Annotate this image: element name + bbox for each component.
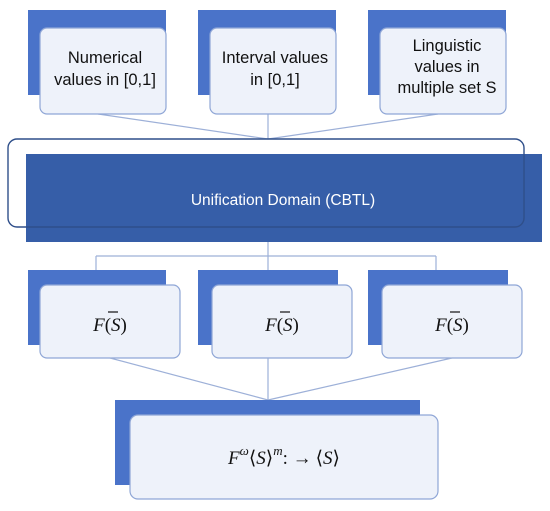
function-expression: F(S) <box>92 315 127 336</box>
aggregation-connectors <box>109 357 453 401</box>
aggregation-box: Fω⟨S⟩m: →⟨S⟩ <box>115 400 439 500</box>
function-expression: F(S) <box>264 315 299 336</box>
function-expression: F(S) <box>434 315 469 336</box>
input-label-line: multiple set S <box>397 79 496 97</box>
function-box-3: F(S) <box>368 270 523 359</box>
input-label-line: Interval values <box>222 49 328 67</box>
input-label-line: Numerical <box>68 49 142 67</box>
unification-label: Unification Domain (CBTL) <box>191 192 375 209</box>
input-label-line: values in <box>414 58 479 76</box>
function-connectors <box>95 242 437 270</box>
function-box-2: F(S) <box>198 270 353 359</box>
unification-domain: Unification Domain (CBTL) <box>7 138 542 242</box>
input-label-line: in [0,1] <box>250 71 300 89</box>
input-connectors <box>97 113 439 140</box>
aggregation-expression: Fω⟨S⟩m: →⟨S⟩ <box>227 443 340 469</box>
input-label-line: Linguistic <box>413 37 482 55</box>
input-box-linguistic: Linguistic values in multiple set S <box>368 10 507 115</box>
input-box-numerical: Numerical values in [0,1] <box>28 10 167 115</box>
function-box-1: F(S) <box>28 270 181 359</box>
input-box-interval: Interval values in [0,1] <box>198 10 337 115</box>
input-label-line: values in [0,1] <box>54 71 156 89</box>
